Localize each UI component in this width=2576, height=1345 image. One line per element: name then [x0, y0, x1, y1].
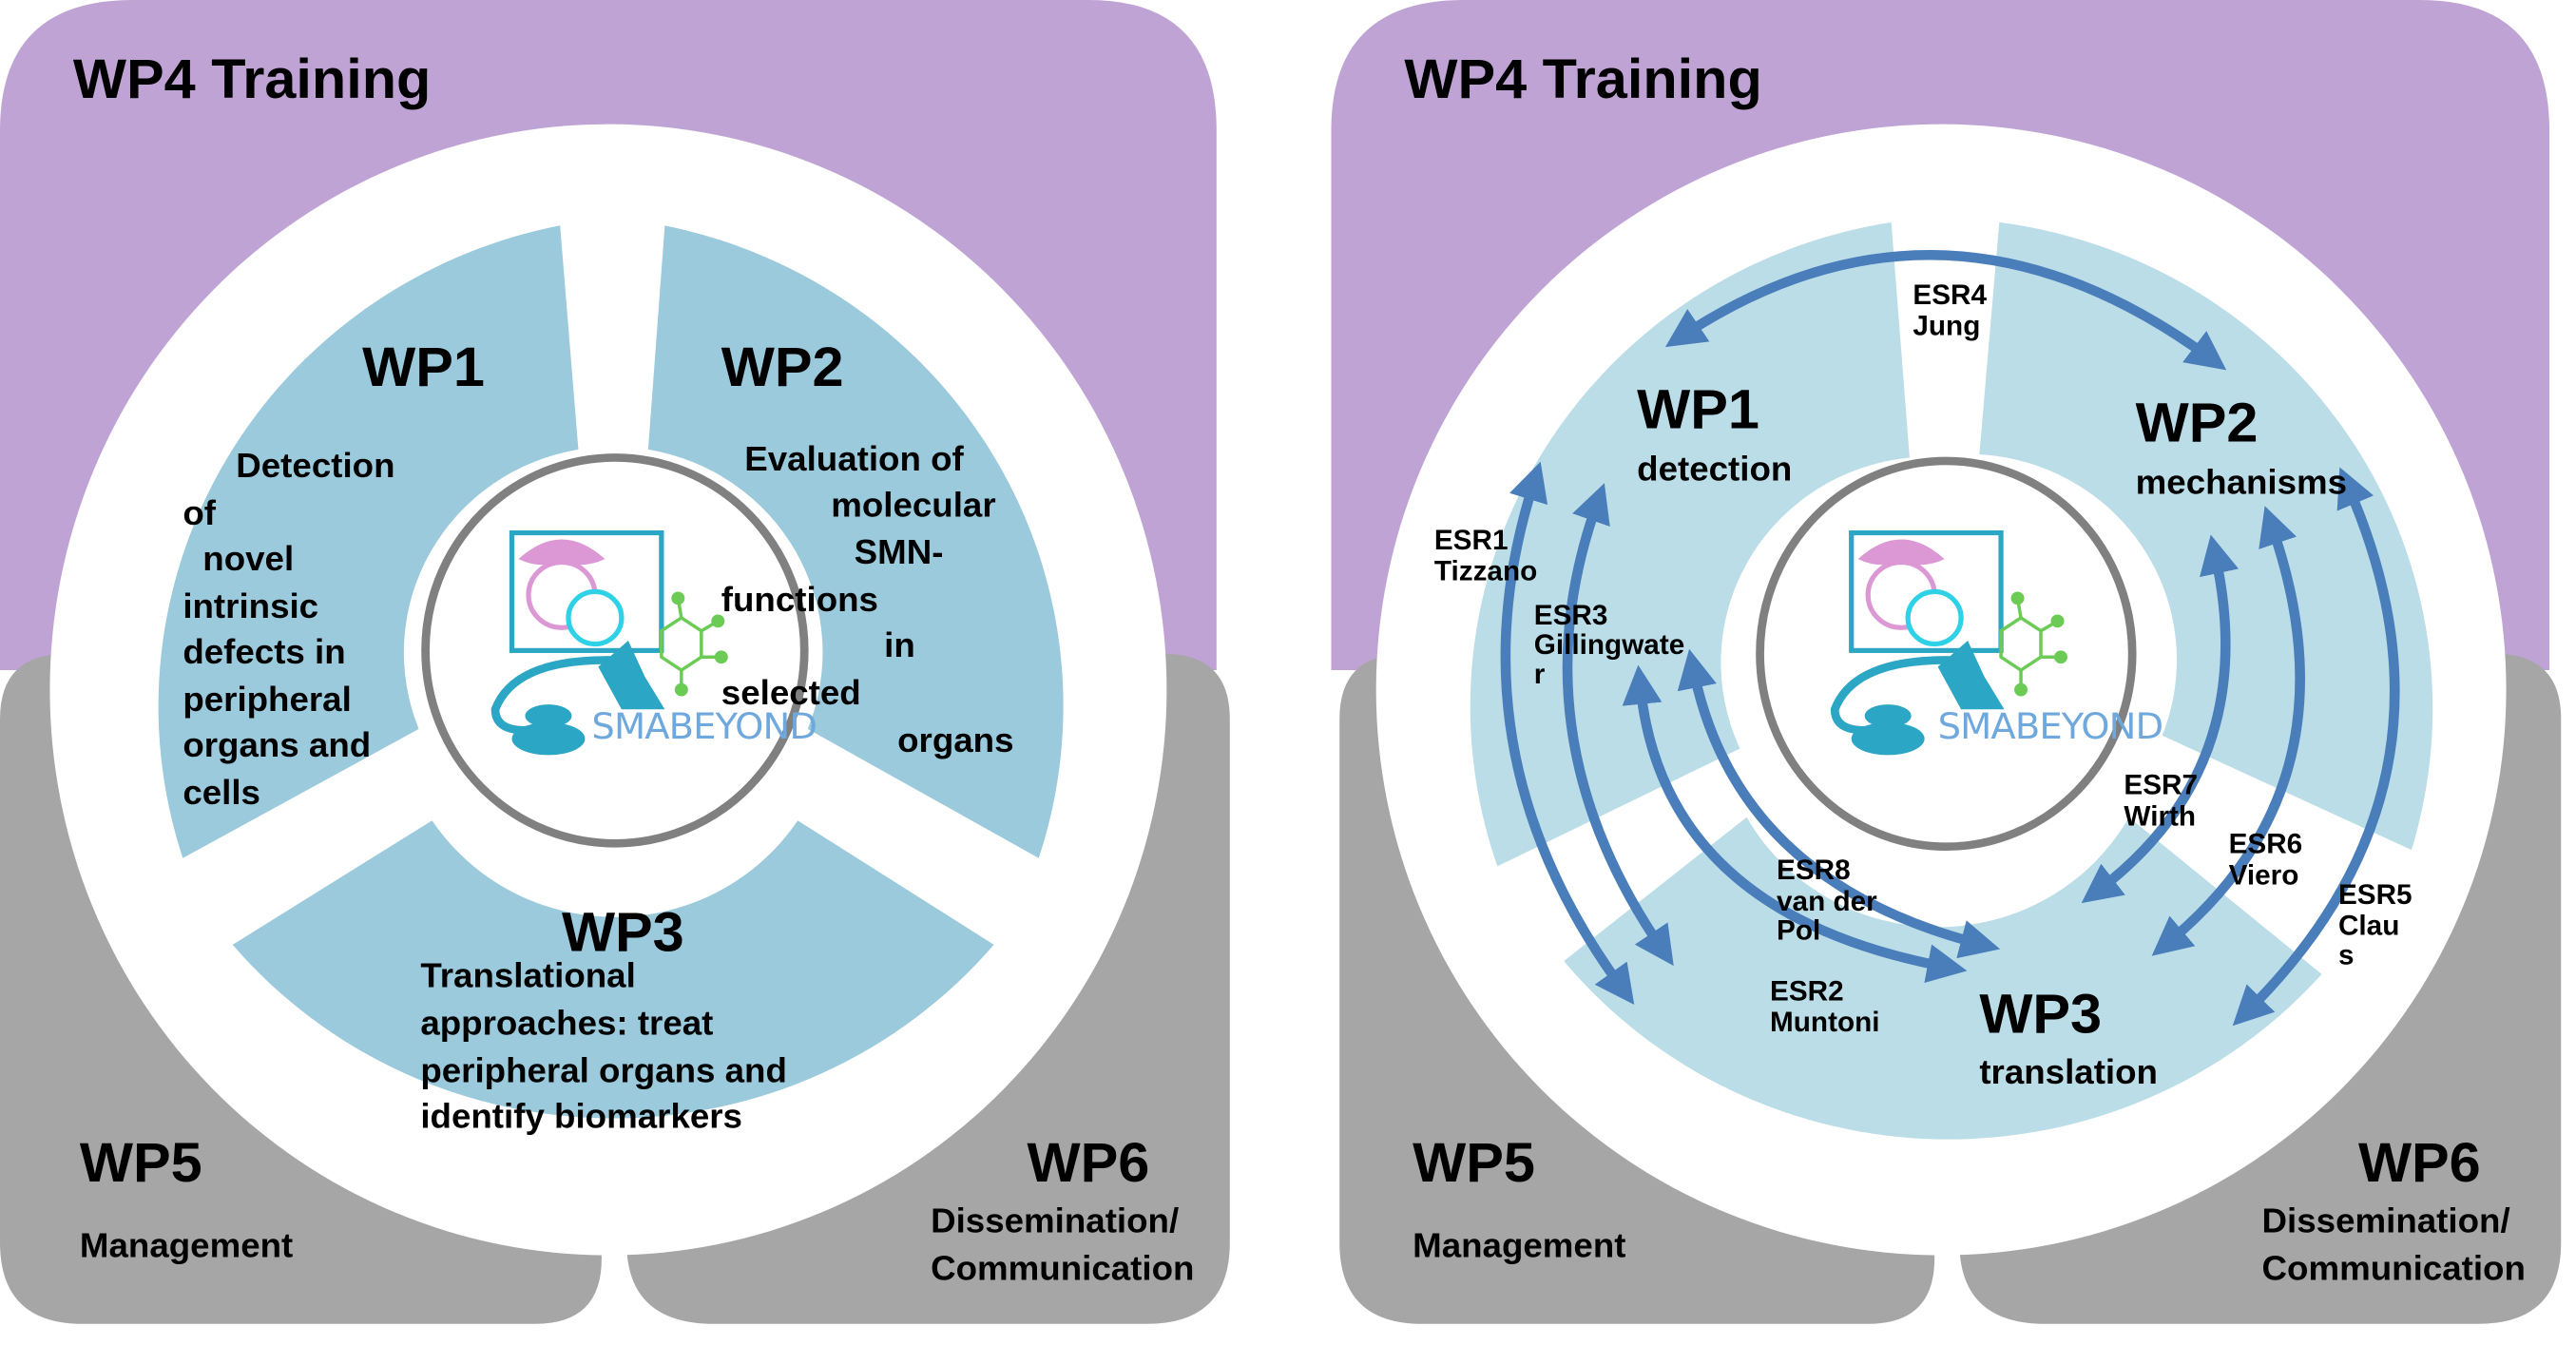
wp3-desc-line: identify biomarkers — [420, 1097, 742, 1136]
wp3-desc-line: Translational — [420, 956, 635, 995]
esr-name: Gillingwate — [1534, 629, 1684, 661]
wp6-title: WP6 — [2358, 1133, 2481, 1194]
wp6-title: WP6 — [1028, 1133, 1150, 1194]
left-panel: SMABEYOND WP4 Training WP1 Detection of … — [0, 0, 1230, 1324]
logo-molecule-icon — [1999, 591, 2067, 697]
esr8-label: ESR8 van der Pol — [1777, 855, 1877, 946]
esr-name: r — [1534, 659, 1546, 690]
wp1-title: WP1 — [1637, 379, 1759, 440]
esr3-label: ESR3 Gillingwate r — [1534, 600, 1684, 690]
wp1-desc-line: defects in — [183, 632, 345, 671]
esr5-label: ESR5 Clau s — [2338, 879, 2413, 970]
wp1-desc-line: of — [183, 493, 217, 532]
wp3-title: WP3 — [1979, 984, 2102, 1045]
wp1-desc-line: peripheral — [183, 680, 351, 719]
wp5-subtitle: Management — [1413, 1226, 1625, 1265]
wp2-desc-line: SMN- — [855, 533, 944, 572]
wp6-subtitle-line: Communication — [2262, 1249, 2526, 1288]
logo-hair-icon — [518, 539, 606, 566]
esr2-label: ESR2 Muntoni — [1770, 976, 1880, 1038]
wp2-title: WP2 — [721, 336, 844, 397]
logo-molecule-icon — [660, 591, 728, 697]
wp1-desc-line: organs and — [183, 725, 371, 764]
wp2-desc-line: selected — [721, 673, 861, 712]
esr-name: Viero — [2229, 859, 2299, 891]
wp1-desc-line: novel — [202, 539, 294, 578]
wp3-segment — [232, 820, 994, 1119]
wp2-desc-line: in — [884, 626, 915, 665]
wp1-subtitle: detection — [1637, 450, 1792, 489]
logo-text: SMABEYOND — [591, 706, 817, 748]
center-ring — [1756, 456, 2137, 852]
smabeyond-logo: SMABEYOND — [490, 529, 817, 756]
wp1-title: WP1 — [362, 336, 485, 397]
esr5-arrow — [2232, 467, 2400, 1027]
logo-baby-face-icon — [1905, 588, 1964, 647]
wp6-subtitle-line: Communication — [931, 1249, 1194, 1288]
wp2-segment — [647, 225, 1064, 858]
esr-id: ESR2 — [1770, 976, 1844, 1008]
esr-name: Jung — [1913, 311, 1980, 342]
esr-name: Muntoni — [1770, 1007, 1880, 1038]
logo-hair-icon — [1857, 539, 1945, 566]
logo-stethoscope-tube-icon — [490, 656, 619, 735]
wp4-label: WP4 Training — [1404, 49, 1761, 110]
esr1-label: ESR1 Tizzano — [1434, 525, 1537, 586]
esr7-label: ESR7 Wirth — [2124, 770, 2198, 832]
esr4-arrow — [1664, 250, 2227, 371]
wp2-desc-line: molecular — [831, 486, 995, 525]
wp3-desc-line: peripheral organs and — [420, 1051, 787, 1090]
wp5-subtitle: Management — [80, 1226, 293, 1265]
esr-arrows — [1500, 250, 2400, 1027]
logo-text: SMABEYOND — [1938, 706, 2163, 748]
wp5-title: WP5 — [1413, 1133, 1535, 1194]
logo-stethoscope-top-icon — [525, 704, 572, 728]
esr-id: ESR3 — [1534, 600, 1608, 631]
logo-stethoscope-chest-icon — [511, 722, 586, 756]
wp1-desc-line: cells — [183, 773, 260, 812]
esr-labels: ESR1 Tizzano ESR2 Muntoni ESR3 Gillingwa… — [1434, 279, 2413, 1038]
esr-id: ESR7 — [2124, 770, 2198, 801]
esr-name: s — [2338, 940, 2355, 971]
wp2-description: Evaluation of molecular SMN- functions i… — [721, 439, 1014, 759]
wp3-subtitle: translation — [1979, 1052, 2158, 1091]
esr-name: Pol — [1777, 915, 1820, 947]
wp3-title: WP3 — [562, 902, 684, 963]
esr-id: ESR4 — [1913, 279, 1987, 311]
esr-name: Clau — [2338, 911, 2399, 942]
esr-id: ESR1 — [1434, 525, 1509, 556]
wp2-desc-line: organs — [897, 721, 1013, 759]
wp1-desc-line: Detection — [236, 446, 394, 485]
esr6-label: ESR6 Viero — [2229, 829, 2303, 891]
logo-baby-face-icon — [566, 588, 625, 647]
esr-name: van der — [1777, 886, 1877, 917]
wp1-desc-line: intrinsic — [183, 586, 318, 625]
wp3-description: Translational approaches: treat peripher… — [420, 956, 787, 1136]
wp6-subtitle-line: Dissemination/ — [931, 1201, 1179, 1240]
wp2-subtitle: mechanisms — [2136, 463, 2347, 502]
esr8-arrow — [1677, 648, 2001, 959]
esr-name: Tizzano — [1434, 556, 1537, 587]
wp1-description: Detection of novel intrinsic defects in … — [183, 446, 394, 812]
wp2-desc-line: functions — [721, 580, 878, 619]
logo-frame-icon — [509, 529, 664, 653]
esr-name: Wirth — [2124, 801, 2196, 833]
wp2-title: WP2 — [2136, 393, 2259, 453]
logo-stethoscope-top-icon — [1864, 704, 1912, 728]
esr-id: ESR5 — [2338, 879, 2413, 911]
esr-id: ESR8 — [1777, 855, 1851, 886]
wp4-label: WP4 Training — [73, 49, 431, 110]
wp5-title: WP5 — [80, 1133, 202, 1194]
esr-id: ESR6 — [2229, 829, 2303, 860]
esr4-label: ESR4 Jung — [1913, 279, 1987, 341]
right-panel: SMABEYOND WP4 Training WP1 detection WP2… — [1331, 0, 2562, 1324]
wp6-subtitle-line: Dissemination/ — [2262, 1201, 2510, 1240]
wp2-desc-line: Evaluation of — [744, 439, 964, 478]
wp3-desc-line: approaches: treat — [420, 1004, 713, 1043]
wp1-segment — [158, 225, 579, 858]
